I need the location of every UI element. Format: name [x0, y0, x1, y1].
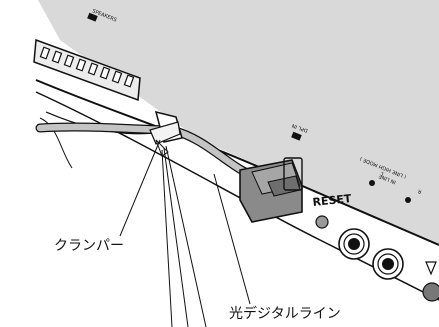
optical-line-label: 光デジタルライン	[229, 306, 341, 322]
leader-extra-3	[165, 145, 207, 327]
clamper-label: クランパー	[54, 238, 124, 254]
triangle-mark	[425, 261, 437, 276]
dpl-in-label: DPL IN	[291, 122, 309, 133]
speaker-wire-2	[39, 117, 73, 169]
leader-extra-2	[163, 147, 189, 327]
rear-face	[30, 80, 439, 327]
rca-jack-right	[372, 248, 404, 280]
leader-clamper	[119, 139, 161, 237]
r-label: R	[417, 187, 423, 194]
rca-jack-left	[338, 228, 370, 260]
reset-label: RESET	[312, 192, 353, 209]
panel-lower-edge	[35, 91, 439, 301]
screw-terminal	[422, 282, 439, 302]
speakers-marker	[87, 12, 98, 22]
clamper	[149, 110, 183, 157]
line-in-dot-l	[369, 180, 375, 186]
top-panel-surface	[38, 0, 439, 245]
reset-button	[315, 215, 329, 229]
l-label: L	[380, 170, 385, 177]
optical-connector	[239, 157, 303, 223]
leader-extra-1	[161, 149, 173, 327]
speaker-terminal-strip	[33, 38, 141, 102]
dpl-in-marker	[291, 131, 302, 141]
line-in-dot-r	[405, 197, 411, 203]
leader-optical	[213, 173, 251, 305]
